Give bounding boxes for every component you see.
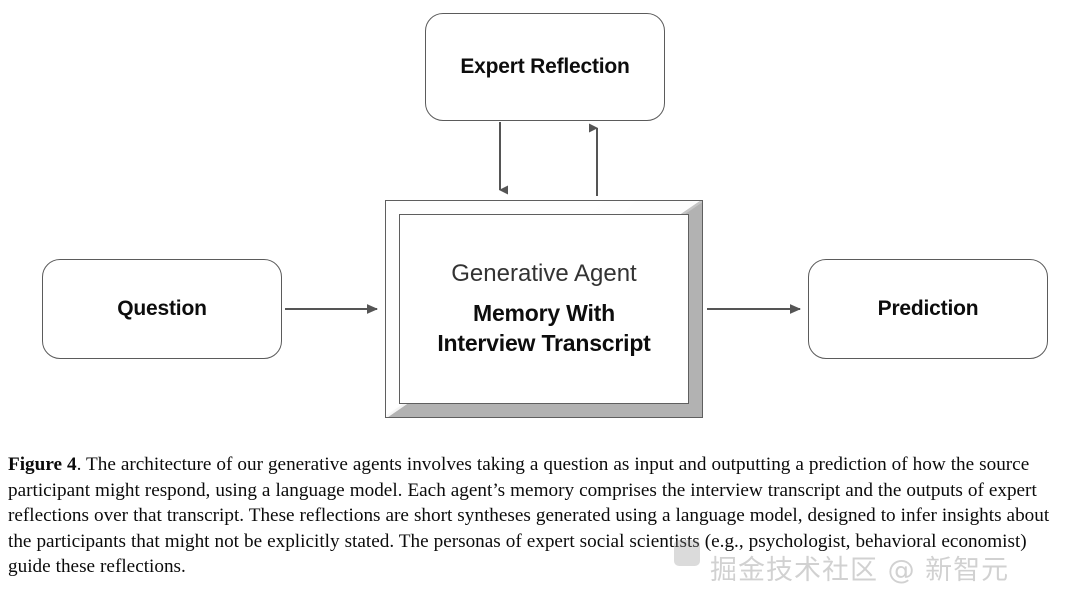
node-prediction: Prediction — [808, 259, 1048, 359]
figure-caption: Figure 4. The architecture of our genera… — [8, 452, 1074, 580]
node-generative-agent-title: Generative Agent — [451, 260, 637, 288]
figure-caption-text: . The architecture of our generative age… — [8, 454, 1050, 578]
figure-caption-label: Figure 4 — [8, 454, 77, 475]
node-generative-agent-subtitle-line1: Memory With — [473, 300, 615, 327]
node-expert-reflection: Expert Reflection — [425, 13, 665, 121]
node-question-label: Question — [117, 297, 207, 321]
node-generative-agent: Generative Agent Memory With Interview T… — [399, 214, 689, 404]
figure-diagram: Expert Reflection Question Prediction Ge… — [42, 13, 1048, 418]
node-generative-agent-subtitle: Memory With Interview Transcript — [437, 299, 651, 358]
node-prediction-label: Prediction — [877, 297, 979, 321]
node-generative-agent-frame: Generative Agent Memory With Interview T… — [385, 200, 703, 418]
node-generative-agent-subtitle-line2: Interview Transcript — [437, 329, 651, 356]
node-expert-reflection-label: Expert Reflection — [460, 55, 630, 79]
node-question: Question — [42, 259, 282, 359]
